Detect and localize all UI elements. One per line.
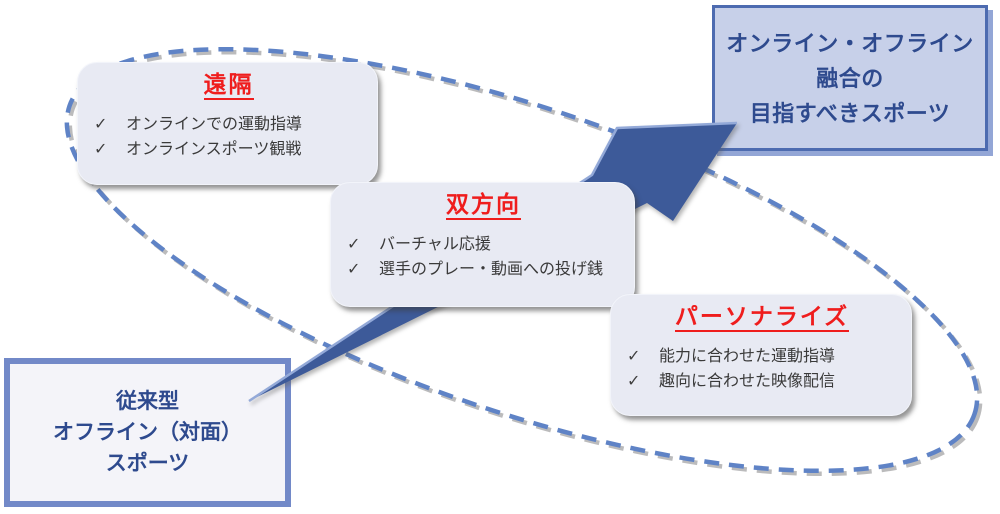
checklist-item: ✓ 能力に合わせた運動指導: [627, 344, 897, 369]
feature-box-remote-title-text: 遠隔: [203, 71, 254, 100]
checklist-item: ✓ オンラインでの運動指導: [94, 112, 363, 137]
checklist-item: ✓ バーチャル応援: [347, 232, 620, 257]
start-box: 従来型 オフライン（対面） スポーツ: [4, 358, 291, 507]
goal-box-line-3: 目指すべきスポーツ: [749, 100, 951, 126]
checklist-item-text: バーチャル応援: [379, 236, 491, 253]
feature-box-personalize: パーソナライズ ✓ 能力に合わせた運動指導 ✓ 趣向に合わせた映像配信: [610, 294, 912, 416]
start-box-line-1: 従来型: [116, 390, 179, 413]
checklist-item: ✓ 選手のプレー・動画への投げ銭: [347, 257, 620, 282]
start-box-line-2: オフライン（対面）: [53, 421, 242, 444]
feature-box-personalize-title-text: パーソナライズ: [674, 303, 850, 332]
check-icon: ✓: [627, 348, 641, 365]
checklist-item: ✓ オンラインスポーツ観戦: [94, 137, 363, 162]
goal-box-line-2: 融合の: [816, 65, 884, 91]
checklist-item-text: 選手のプレー・動画への投げ銭: [379, 261, 604, 278]
feature-box-interactive-title-text: 双方向: [446, 191, 521, 220]
checklist-item-text: オンラインスポーツ観戦: [126, 141, 302, 158]
feature-box-interactive: 双方向 ✓ バーチャル応援 ✓ 選手のプレー・動画への投げ銭: [330, 182, 635, 307]
check-icon: ✓: [94, 141, 108, 158]
goal-box-line-1: オンライン・オフライン: [726, 30, 974, 56]
check-icon: ✓: [347, 236, 361, 253]
checklist-item-text: 能力に合わせた運動指導: [659, 348, 836, 365]
checklist-item: ✓ 趣向に合わせた映像配信: [627, 369, 897, 394]
checklist-item-text: オンラインでの運動指導: [126, 116, 303, 133]
check-icon: ✓: [347, 261, 361, 278]
feature-box-remote: 遠隔 ✓ オンラインでの運動指導 ✓ オンラインスポーツ観戦: [77, 62, 378, 185]
feature-box-personalize-title: パーソナライズ: [627, 303, 897, 333]
start-box-line-3: スポーツ: [105, 452, 190, 475]
checklist-item-text: 趣向に合わせた映像配信: [659, 373, 836, 390]
check-icon: ✓: [627, 373, 641, 390]
check-icon: ✓: [94, 116, 108, 133]
goal-box: オンライン・オフライン 融合の 目指すべきスポーツ: [712, 5, 988, 151]
feature-box-remote-title: 遠隔: [94, 71, 363, 101]
feature-box-interactive-title: 双方向: [347, 191, 620, 221]
